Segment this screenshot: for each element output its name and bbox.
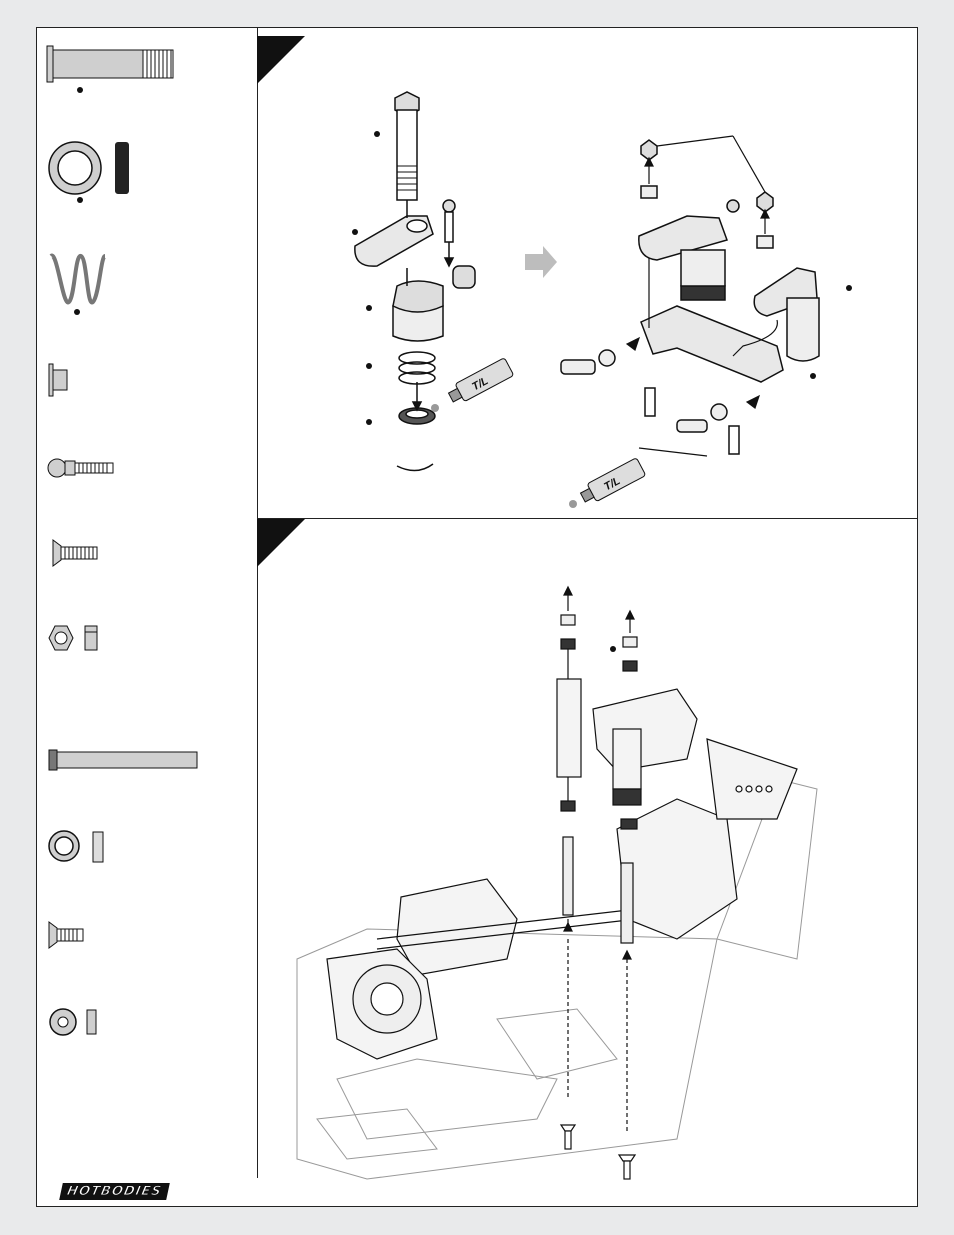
step-1-panel: T/L [257, 36, 917, 516]
ball-stud-icon [47, 458, 114, 478]
thread-lock-tube-icon: T/L [447, 358, 514, 403]
bearing-icon [48, 141, 129, 203]
thread-lock-tube-2-icon: T/L [579, 458, 646, 503]
shaft-icon [46, 45, 174, 93]
step-arrow-icon [525, 246, 557, 278]
spring-icon [49, 253, 107, 315]
parts-sidebar [37, 28, 258, 1178]
step-2-corner-marker [257, 519, 305, 567]
nut-icon [48, 625, 98, 651]
step-2-panel [257, 518, 917, 1180]
flat-head-screw-small-icon [48, 921, 84, 949]
flat-head-screw-icon [52, 539, 98, 567]
washer-icon [48, 830, 104, 863]
bushing-icon [48, 363, 68, 397]
step-2-chassis-diagram [296, 585, 818, 1180]
pin-icon [48, 749, 198, 771]
hotbodies-logo: HOTBODIES [59, 1183, 170, 1200]
step-1-corner-marker [257, 36, 305, 84]
spacer-icon [49, 1008, 97, 1036]
manual-page: T/L [36, 27, 918, 1207]
step-1-exploded-diagram: T/L [352, 91, 852, 508]
